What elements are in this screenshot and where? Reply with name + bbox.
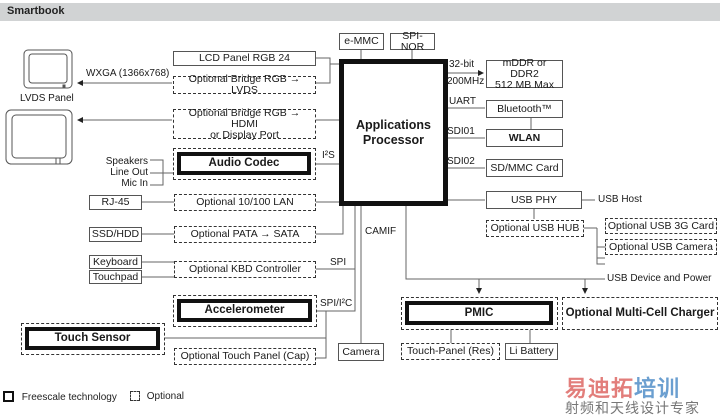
watermark-subtitle: 射频和天线设计专家 [565, 401, 700, 417]
accelerometer-wrap: Accelerometer [173, 295, 317, 327]
lcd-panel-box: LCD Panel RGB 24 [173, 51, 316, 66]
pata-sata-box: Optional PATA → SATA [174, 226, 316, 243]
lvds-panel-icon [23, 49, 73, 89]
spinor-box: SPI-NOR [390, 30, 435, 52]
kbd-controller-box: Optional KBD Controller [174, 261, 316, 278]
spi-i2c-label: SPI/I²C [320, 298, 353, 309]
touch-sensor-box: Touch Sensor [25, 327, 160, 350]
legend-freescale: Freescale technology [3, 391, 117, 403]
sd-mmc-box: SD/MMC Card [486, 159, 563, 177]
touch-panel-cap-box: Optional Touch Panel (Cap) [174, 348, 316, 365]
wlan-box: WLAN [486, 129, 563, 147]
uart-label: UART [449, 96, 477, 107]
bridge-hdmi-line1: Optional Bridge RGB → HDMI [188, 106, 301, 130]
li-battery-box: Li Battery [505, 343, 558, 360]
watermark-glyph: 训 [657, 377, 681, 402]
keyboard-box: Keyboard [89, 255, 142, 269]
ssd-hdd-box: SSD/HDD [89, 227, 142, 242]
emmc-box: e-MMC [339, 33, 384, 50]
legend-optional-label: Optional [146, 391, 185, 402]
pmic-wrap: PMIC [401, 297, 558, 330]
rj45-box: RJ-45 [89, 195, 142, 210]
lan-box: Optional 10/100 LAN [174, 194, 316, 211]
ddr-line2: 512 MB Max [495, 78, 554, 91]
watermark-text: 易迪拓培训 [565, 377, 680, 402]
monitor-icon [5, 109, 73, 165]
ddr-box: mDDR or DDR2 512 MB Max [486, 56, 563, 91]
line-usb-power [405, 206, 605, 280]
touch-sensor-wrap: Touch Sensor [21, 323, 165, 355]
watermark-glyph: 培 [634, 377, 658, 402]
camera-box: Camera [338, 343, 384, 361]
optional-legend-icon [130, 391, 140, 401]
sdio1-label: SDI01 [447, 126, 475, 137]
wxga-label: WXGA (1366x768) [86, 68, 170, 79]
i2s-label: I²S [322, 150, 335, 161]
bridge-hdmi-box: Optional Bridge RGB → HDMI or Display Po… [173, 106, 316, 141]
usb-hub-box: Optional USB HUB [486, 220, 584, 237]
usb-3g-card-box: Optional USB 3G Card [605, 218, 717, 234]
bridge-lvds-box: Optional Bridge RGB → LVDS [173, 74, 316, 96]
line-lcd [316, 57, 331, 84]
ddr-line1: mDDR or DDR2 [502, 56, 547, 80]
accelerometer-box: Accelerometer [177, 299, 312, 322]
legend-optional: Optional [130, 391, 184, 402]
lvds-panel-label: LVDS Panel [20, 93, 74, 104]
spi-label: SPI [330, 257, 347, 268]
pmic-box: PMIC [405, 301, 553, 325]
usb-camera-box: Optional USB Camera [605, 239, 717, 255]
watermark-glyph: 迪 [588, 377, 612, 402]
watermark-glyph: 拓 [611, 377, 635, 402]
sdio2-label: SDI02 [447, 156, 475, 167]
bridge-hdmi-line2: or Display Port [210, 128, 279, 141]
audio-codec-wrap: Audio Codec [173, 148, 316, 180]
diagram-header: Smartbook [0, 3, 720, 21]
speakers-label: Speakers [105, 156, 148, 167]
bus-freq-label: 200MHz [447, 76, 485, 87]
freescale-legend-icon [3, 391, 14, 402]
watermark-glyph: 易 [565, 377, 589, 402]
usb-device-power-label: USB Device and Power [607, 273, 712, 284]
mic-in-label: Mic In [121, 178, 148, 189]
multi-cell-charger-box: Optional Multi-Cell Charger [562, 297, 718, 330]
audio-codec-box: Audio Codec [177, 152, 311, 175]
diagram-title: Smartbook [7, 5, 65, 17]
usb-phy-box: USB PHY [486, 191, 582, 209]
legend-freescale-label: Freescale technology [21, 392, 117, 403]
usb-host-label: USB Host [598, 194, 642, 205]
camif-label: CAMIF [365, 226, 397, 237]
watermark-title: 易迪拓培训 [565, 371, 680, 403]
touchpad-box: Touchpad [89, 270, 142, 284]
line-out-label: Line Out [110, 167, 148, 178]
processor-line1: Applications [355, 117, 431, 132]
line-spi-i2c [316, 269, 356, 312]
bluetooth-box: Bluetooth™ [486, 100, 563, 118]
processor-line2: Processor [362, 132, 425, 147]
bus-width-label: 32-bit [449, 59, 475, 70]
touch-panel-res-box: Touch-Panel (Res) [401, 343, 500, 360]
